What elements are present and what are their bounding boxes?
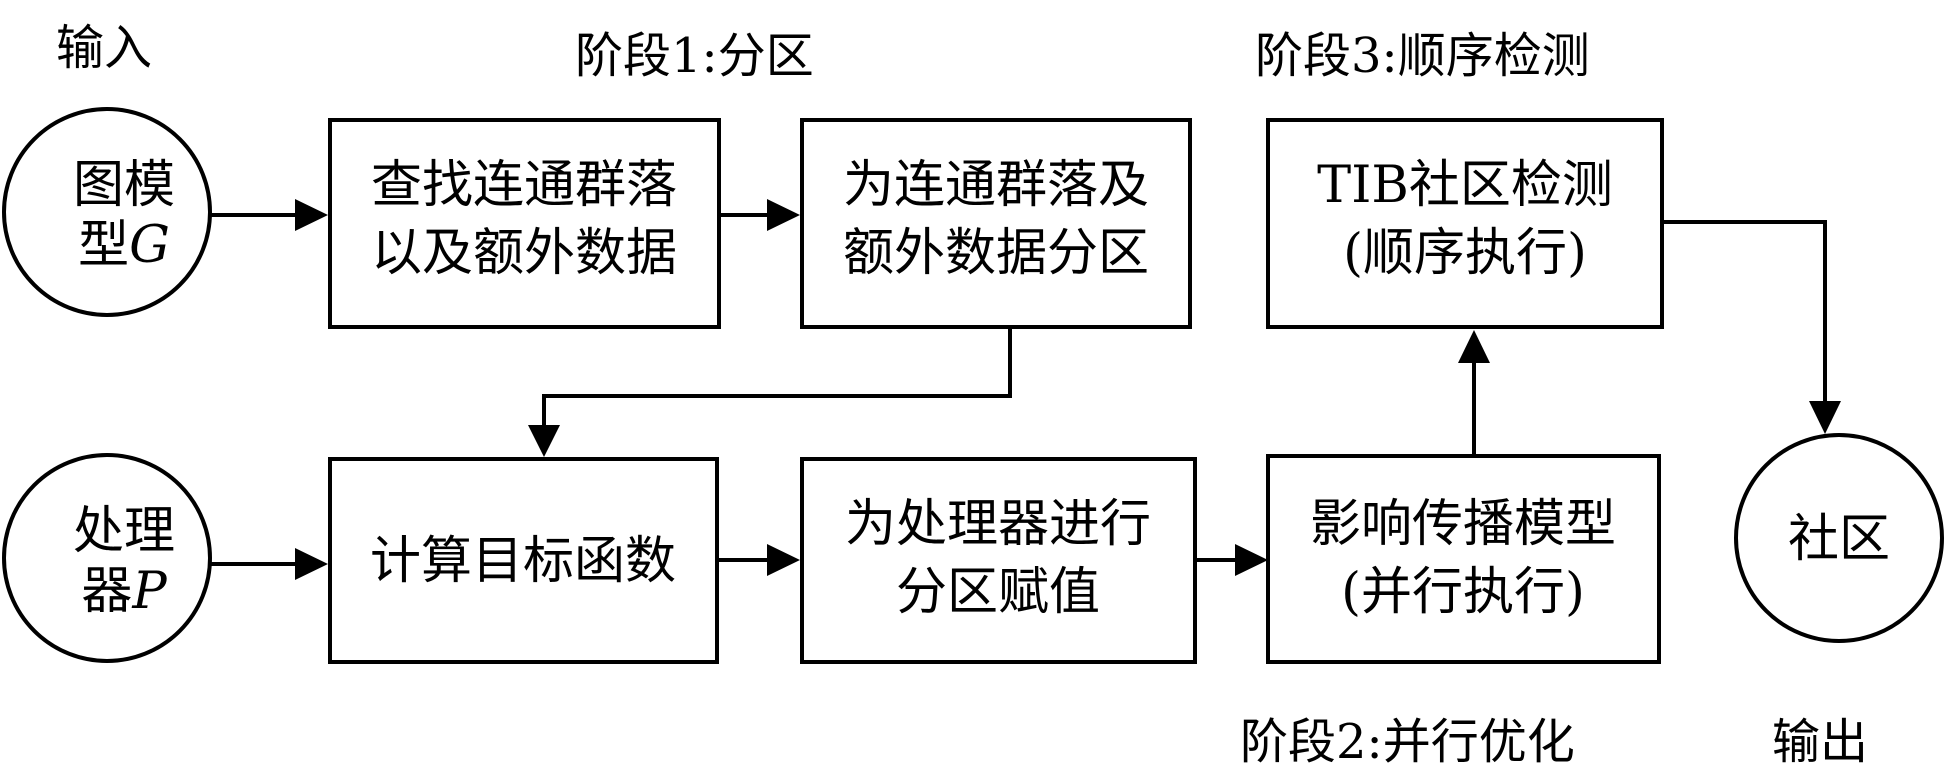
graph-model-node: 图模 型G bbox=[2, 107, 212, 317]
arrowhead-influence-to-tib bbox=[1458, 330, 1490, 363]
arrowhead-compute-to-assign bbox=[767, 544, 800, 576]
find-components-box: 查找连通群落 以及额外数据 bbox=[328, 118, 721, 329]
find-components-rect bbox=[328, 118, 721, 329]
processor-variable: P bbox=[131, 562, 168, 621]
connectors bbox=[211, 199, 1841, 580]
arrowhead-partition-to-compute bbox=[528, 425, 560, 457]
input-label: 输入 bbox=[56, 20, 152, 76]
output-label: 输出 bbox=[1772, 714, 1868, 770]
processor-line2-prefix: 器 bbox=[81, 562, 132, 621]
arrowhead-assign-to-influence bbox=[1235, 544, 1268, 576]
arrowhead-processor-to-compute bbox=[295, 548, 328, 580]
processor-node: 处理 器P bbox=[2, 453, 212, 663]
partition-components-line1: 为连通群落及 bbox=[843, 156, 1149, 215]
stage1-label: 阶段1:分区 bbox=[575, 28, 814, 84]
find-components-line1: 查找连通群落 bbox=[371, 156, 677, 215]
tib-detection-line1: TIB社区检测 bbox=[1317, 156, 1613, 215]
edge-tib-to-community bbox=[1662, 220, 1827, 401]
assign-partition-rect bbox=[800, 457, 1197, 664]
graph-model-variable: G bbox=[129, 216, 170, 275]
community-circle bbox=[1734, 433, 1944, 643]
graph-model-line2-prefix: 型 bbox=[78, 216, 129, 275]
influence-model-line2: (并行执行) bbox=[1341, 563, 1585, 622]
stage2-label: 阶段2:并行优化 bbox=[1240, 714, 1575, 770]
compute-objective-box: 计算目标函数 bbox=[328, 457, 719, 664]
find-components-line2: 以及额外数据 bbox=[371, 224, 677, 283]
arrowhead-tib-to-community bbox=[1809, 401, 1841, 434]
influence-model-box: 影响传播模型 (并行执行) bbox=[1266, 454, 1661, 664]
assign-partition-box: 为处理器进行 分区赋值 bbox=[800, 457, 1197, 664]
tib-detection-box: TIB社区检测 (顺序执行) bbox=[1266, 118, 1664, 329]
community-label: 社区 bbox=[1788, 510, 1890, 569]
tib-detection-line2: (顺序执行) bbox=[1343, 224, 1587, 283]
compute-objective-label: 计算目标函数 bbox=[370, 532, 676, 591]
influence-model-rect bbox=[1266, 454, 1661, 664]
community-node: 社区 bbox=[1734, 433, 1944, 643]
processor-line1: 处理 bbox=[73, 502, 175, 561]
partition-components-rect bbox=[800, 118, 1192, 329]
processor-line2: 器P bbox=[81, 562, 168, 621]
partition-components-line2: 额外数据分区 bbox=[843, 224, 1149, 283]
partition-components-box: 为连通群落及 额外数据分区 bbox=[800, 118, 1192, 329]
arrowhead-find-to-partition bbox=[767, 199, 800, 231]
graph-model-line2: 型G bbox=[78, 216, 170, 275]
graph-model-circle bbox=[2, 107, 212, 317]
tib-detection-rect bbox=[1266, 118, 1664, 329]
graph-model-line1: 图模 bbox=[73, 156, 175, 215]
processor-circle bbox=[2, 453, 212, 663]
influence-model-line1: 影响传播模型 bbox=[1310, 495, 1616, 554]
assign-partition-line1: 为处理器进行 bbox=[845, 495, 1151, 554]
assign-partition-line2: 分区赋值 bbox=[896, 563, 1100, 622]
arrowhead-graph-to-find bbox=[295, 199, 328, 231]
stage3-label: 阶段3:顺序检测 bbox=[1255, 28, 1590, 84]
compute-objective-rect bbox=[328, 457, 719, 664]
edge-partition-to-compute bbox=[542, 327, 1012, 425]
